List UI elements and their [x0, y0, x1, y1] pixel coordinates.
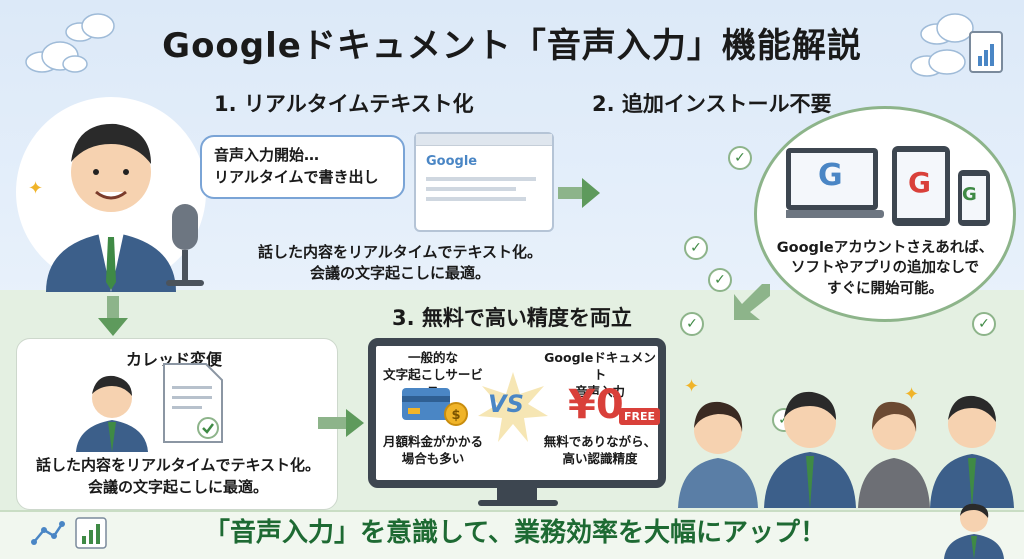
check-icon: ✓ [972, 312, 996, 336]
description-line: 会議の文字起こしに最適。 [309, 264, 490, 282]
businessman-speaking-illustration [16, 97, 206, 292]
description-line: ソフトやアプリの追加なしで [790, 260, 980, 277]
credit-card-coin-icon: $ [402, 388, 468, 426]
document-chart-icon [969, 31, 1003, 73]
check-icon: ✓ [708, 268, 732, 292]
footer-message: 「音声入力」を意識して、業務効率を大幅にアップ！ [204, 518, 826, 548]
step3-title: 3. 無料で高い精度を両立 [392, 306, 632, 330]
footer-bar [0, 510, 1024, 559]
arrow-right-icon [558, 178, 600, 208]
vs-burst-icon [478, 372, 548, 442]
cloud-icon [910, 49, 966, 77]
cloud-icon [65, 13, 115, 42]
description-line: Googleアカウントさえあれば、 [776, 240, 994, 256]
businessman-thumbs-up-illustration [944, 503, 1004, 559]
cloud-icon [920, 13, 974, 45]
browser-title-bar [416, 134, 552, 146]
step1-description: 話した内容をリアルタイムでテキスト化。 会議の文字起こしに最適。 [240, 242, 560, 284]
google-g-logo: G [818, 158, 843, 193]
check-icon: ✓ [680, 312, 704, 336]
check-icon: ✓ [728, 146, 752, 170]
general-service-note-line: 月額料金がかかる [382, 434, 483, 449]
general-service-note-line: 場合も多い [401, 450, 465, 466]
svg-text:$: $ [451, 408, 460, 423]
arrow-right-icon [318, 409, 364, 437]
sparkle-icon: ✦ [28, 178, 44, 199]
google-doc-note: 無料でありながら、 高い認識精度 [540, 434, 660, 468]
general-service-note: 月額料金がかかる 場合も多い [378, 434, 488, 468]
text-line [426, 187, 516, 191]
google-doc-title: Googleドキュメント 音声入力 [540, 350, 660, 401]
step1-title: 1. リアルタイムテキスト化 [214, 92, 474, 116]
team-illustration [678, 391, 1014, 508]
arrow-down-left-icon [734, 284, 770, 320]
sparkle-icon: ✦ [904, 384, 920, 405]
businessman-illustration [76, 375, 148, 452]
bubble-line: リアルタイムで書き出し [214, 167, 379, 186]
description-line: 話した内容をリアルタイムでテキスト化。 [257, 243, 543, 261]
general-service-title-line: 一般的な [407, 350, 458, 365]
text-line [426, 197, 526, 201]
card-text: 話した内容をリアルタイムでテキスト化。 会議の文字起こしに最適。 [22, 455, 334, 499]
line-chart-icon [31, 521, 65, 545]
arrow-down-icon [98, 296, 128, 336]
page-title: Googleドキュメント「音声入力」機能解説 [162, 26, 862, 66]
check-icon: ✓ [684, 236, 708, 260]
card-text-line: 話した内容をリアルタイムでテキスト化。 [35, 456, 321, 474]
text-line [426, 177, 536, 181]
browser-window: Google [414, 132, 554, 232]
google-g-logo: G [908, 166, 931, 199]
description-line: すぐに開始可能。 [827, 280, 943, 297]
google-doc-note-line: 無料でありながら、 [543, 434, 657, 449]
card-text-line: 会議の文字起こしに最適。 [87, 477, 268, 496]
google-g-logo: G [962, 184, 977, 205]
step2-description: Googleアカウントさえあれば、 ソフトやアプリの追加なしで すぐに開始可能。 [765, 238, 1005, 299]
google-doc-title-line: Googleドキュメント [544, 350, 656, 382]
devices-illustration [786, 146, 990, 226]
monitor-stand [497, 488, 537, 502]
google-doc-title-line: 音声入力 [574, 383, 625, 399]
price-label: ¥0 [568, 382, 624, 428]
speech-bubble: 音声入力開始… リアルタイムで書き出し [200, 135, 405, 199]
vs-label: VS [488, 390, 524, 418]
cloud-icon [25, 41, 88, 73]
monitor-stand-base [478, 500, 558, 506]
free-badge: FREE [619, 408, 661, 425]
sparkle-icon: ✦ [684, 376, 700, 397]
step2-title: 2. 追加インストール不要 [592, 92, 832, 116]
document-check-icon [163, 363, 223, 443]
google-doc-note-line: 高い認識精度 [562, 450, 638, 466]
bar-chart-icon [75, 517, 107, 549]
bubble-line: 音声入力開始… [214, 146, 320, 164]
microphone-icon [166, 204, 204, 286]
google-logo: Google [426, 154, 478, 169]
